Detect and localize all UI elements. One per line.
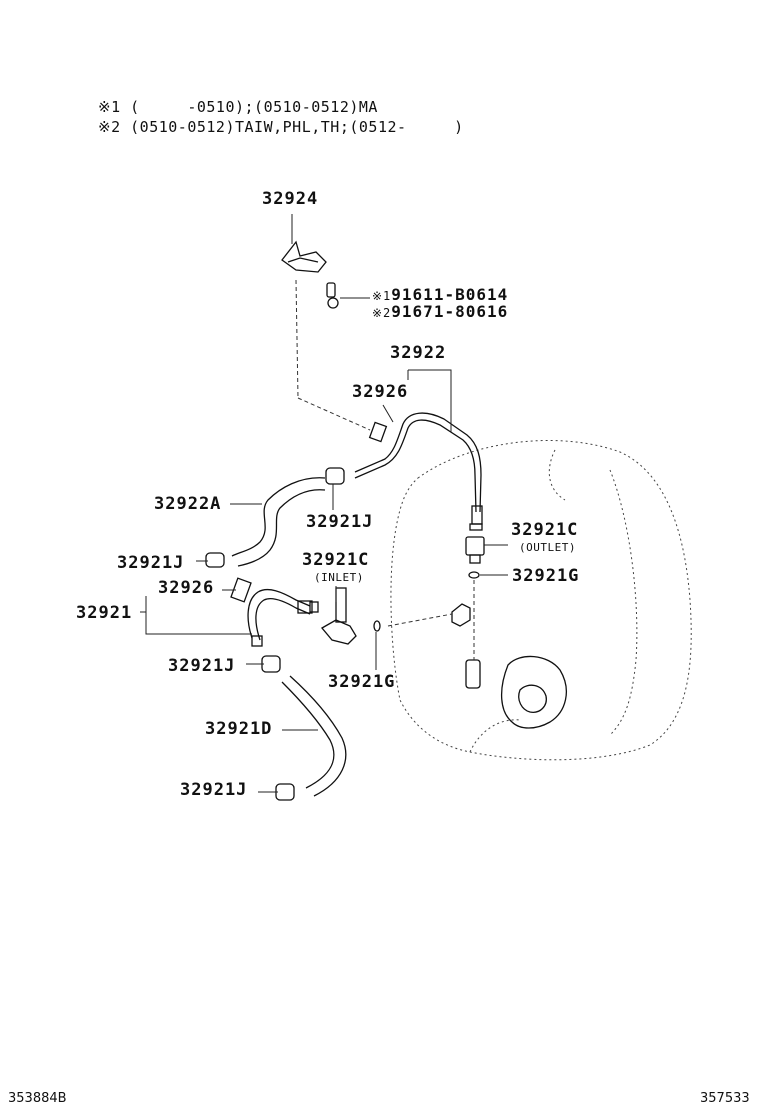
note-1: ※1 ( -0510);(0510-0512)MA <box>98 98 378 116</box>
gasket-32921G-low <box>373 620 381 632</box>
fitting-32921C-inlet <box>321 586 357 645</box>
label-32926-top: 32926 <box>352 382 409 402</box>
tube-32921 <box>247 588 319 647</box>
label-inlet: (INLET) <box>314 571 364 584</box>
clamp-32921J-left <box>196 552 225 568</box>
label-32921: 32921 <box>76 603 133 623</box>
bolt-1-number: 91611-B0614 <box>391 285 509 304</box>
gasket-32921G-right <box>468 571 480 579</box>
label-32921J-top: 32921J <box>306 512 374 532</box>
label-bolt-2: ※291671-80616 <box>372 302 508 321</box>
note-2: ※2 (0510-0512)TAIW,PHL,TH;(0512- ) <box>98 118 464 136</box>
bracket-32924 <box>281 214 327 273</box>
sleeve-32926-mid <box>230 577 252 603</box>
transmission-housing <box>390 440 692 761</box>
label-32921D: 32921D <box>205 719 273 739</box>
sleeve-32926-top <box>368 421 388 443</box>
label-32924: 32924 <box>262 189 319 209</box>
bolt-1-mark: ※1 <box>372 289 392 303</box>
footer-left-id: 353884B <box>8 1091 67 1106</box>
hose-32922A <box>230 477 326 567</box>
clamp-32921J-mid <box>246 655 281 673</box>
fitting-32921C-outlet <box>465 536 508 564</box>
note-2-mark: ※2 <box>98 118 121 136</box>
label-32926-mid: 32926 <box>158 578 215 598</box>
bolt-2-mark: ※2 <box>372 306 392 320</box>
label-32921J-mid: 32921J <box>168 656 236 676</box>
label-outlet: (OUTLET) <box>519 541 576 554</box>
footer-right-id: 357533 <box>700 1091 750 1106</box>
label-32921J-bottom: 32921J <box>180 780 248 800</box>
label-32921J-left: 32921J <box>117 553 185 573</box>
label-bolt-1: ※191611-B0614 <box>372 285 508 304</box>
note-1-mark: ※1 <box>98 98 121 116</box>
hose-32921D <box>281 675 347 797</box>
label-32922A: 32922A <box>154 494 222 514</box>
note-1-text: ( -0510);(0510-0512)MA <box>130 98 378 116</box>
label-32922: 32922 <box>390 343 447 363</box>
label-32921C-inlet: 32921C <box>302 550 370 570</box>
bolt-2-number: 91671-80616 <box>391 302 509 321</box>
tube-32922 <box>354 412 483 531</box>
label-32921G-right: 32921G <box>512 566 580 586</box>
label-32921G-low: 32921G <box>328 672 396 692</box>
clamp-32921J-top <box>325 467 345 510</box>
bolt-91611 <box>326 282 370 309</box>
clamp-32921J-bottom <box>258 783 295 801</box>
label-32921C-outlet: 32921C <box>511 520 579 540</box>
note-2-text: (0510-0512)TAIW,PHL,TH;(0512- ) <box>130 118 464 136</box>
